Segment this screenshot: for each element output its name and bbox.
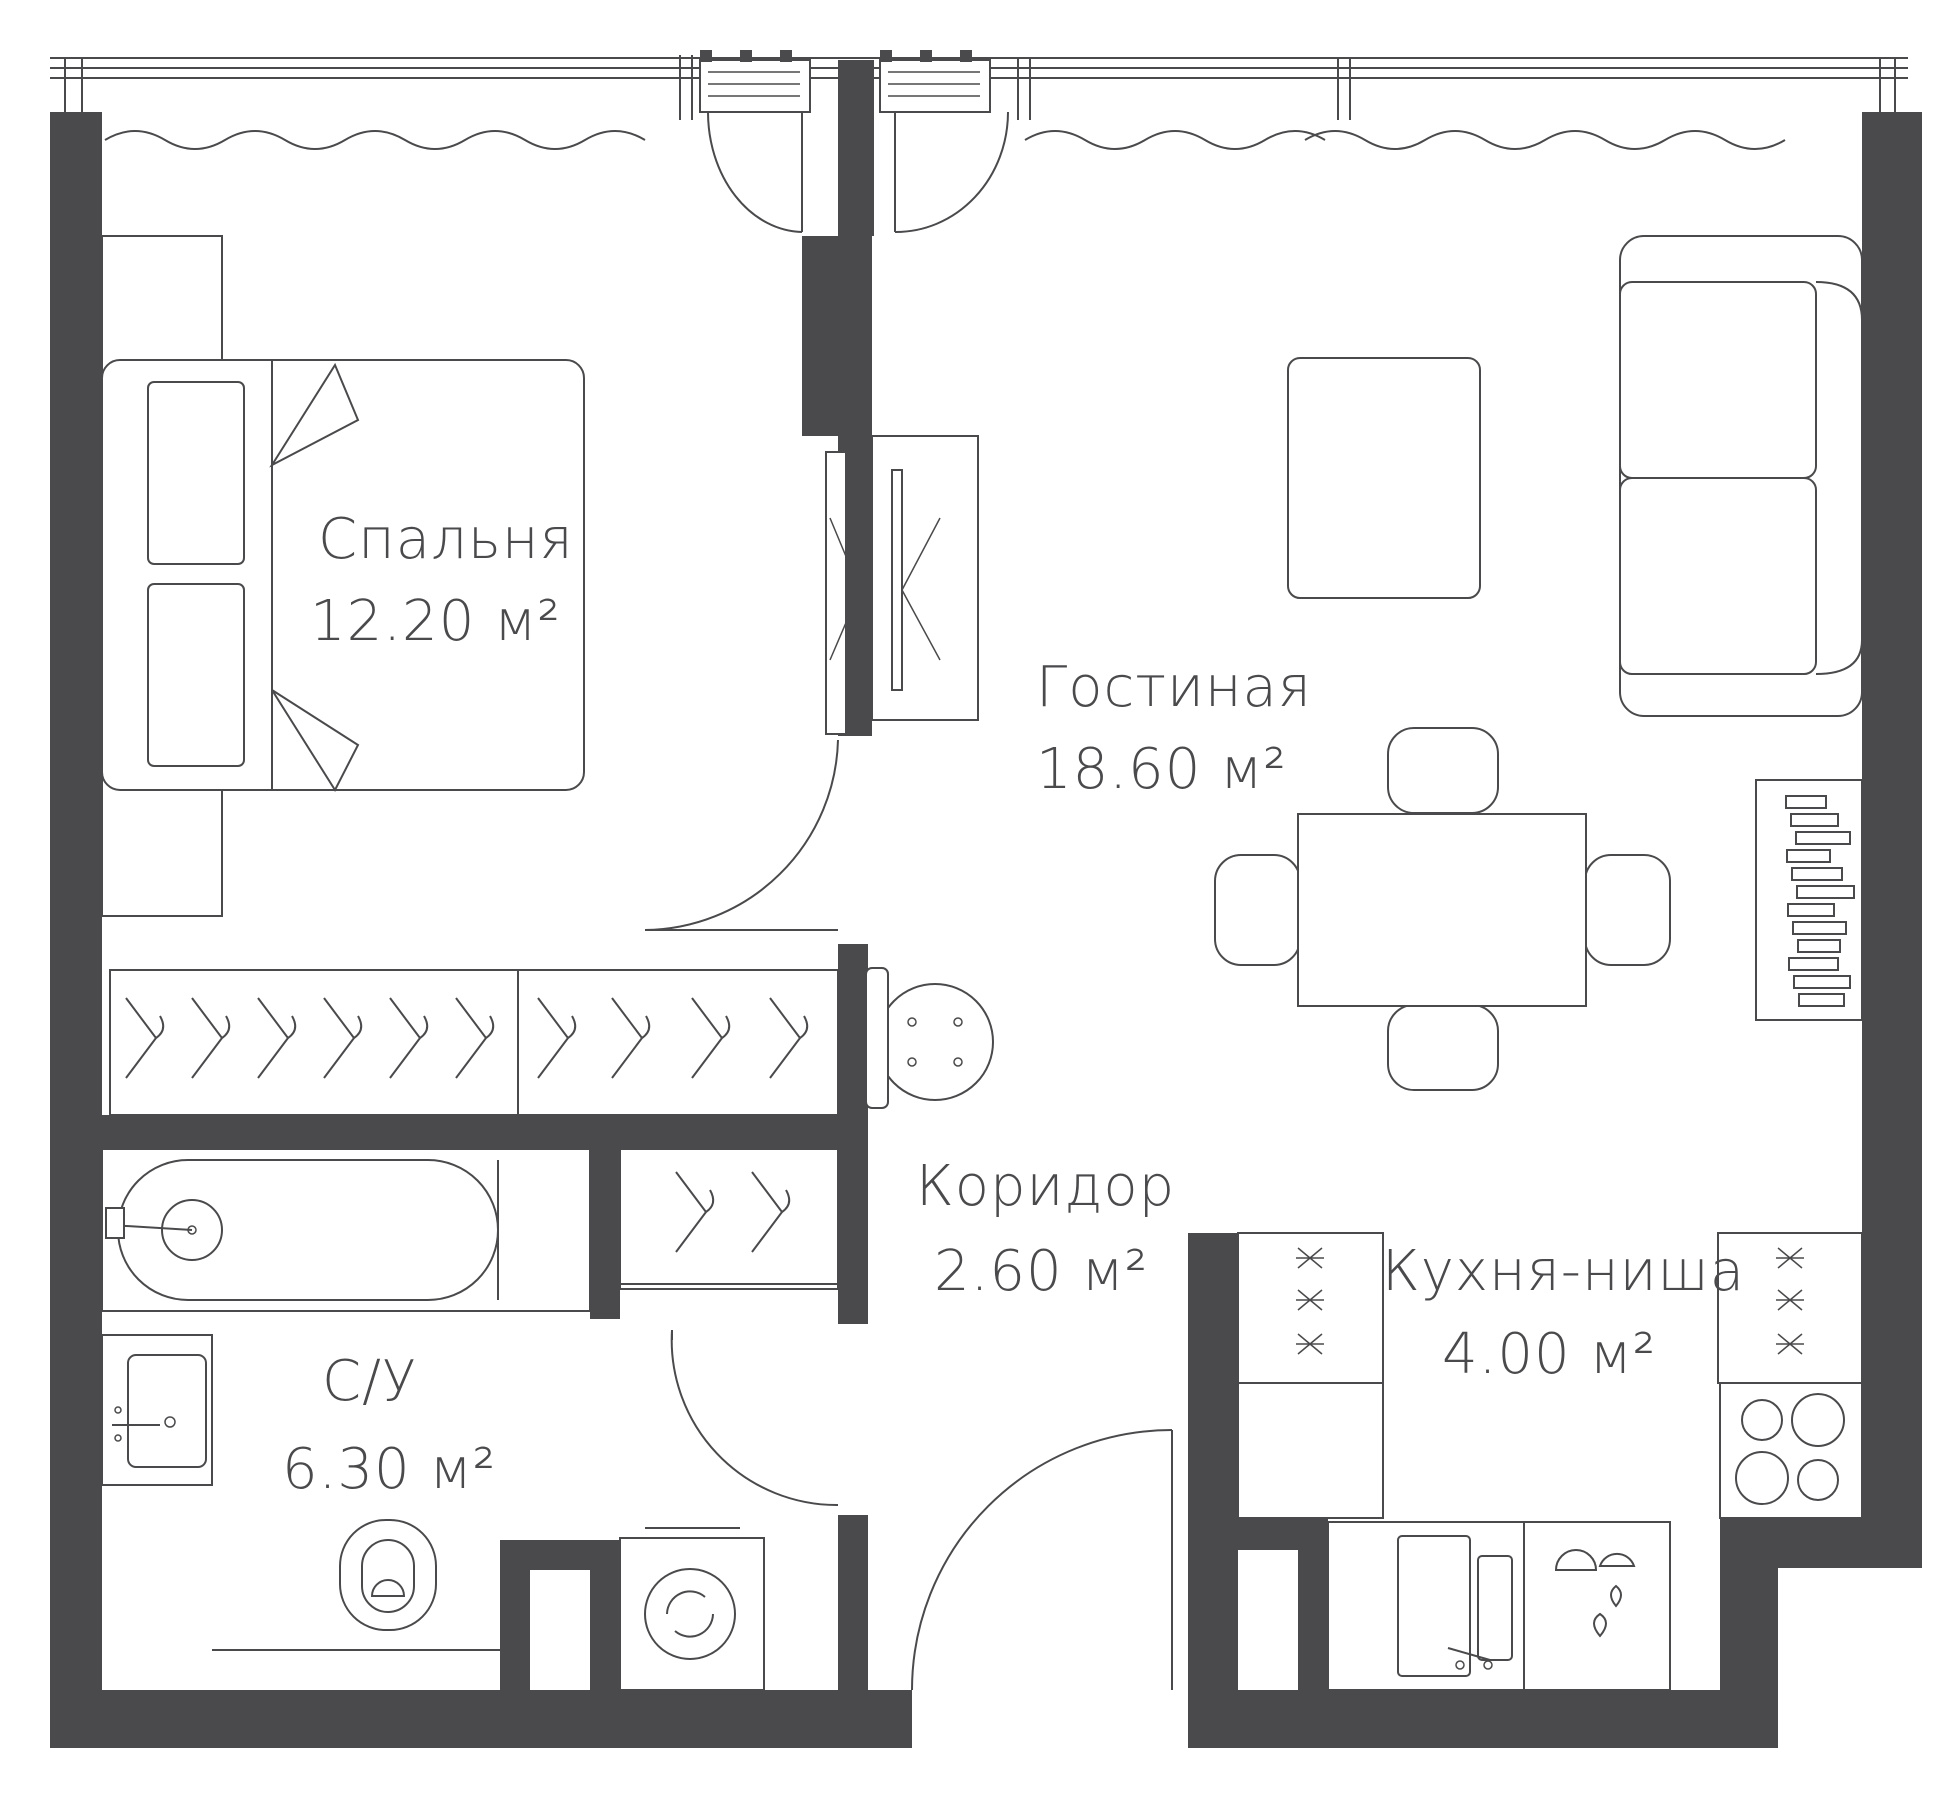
sofa (1619, 235, 1863, 717)
balcony-door-right (894, 111, 1009, 234)
sliding-panel (825, 435, 979, 735)
cabinet-mark-icon (1776, 1333, 1804, 1355)
book-icon (1797, 939, 1841, 953)
hanger-icon (751, 1171, 791, 1253)
stool (865, 967, 994, 1109)
book-icon (1793, 975, 1851, 989)
book-icon (1787, 903, 1835, 917)
balcony-door-left (707, 111, 803, 233)
bookshelf (1755, 779, 1863, 1021)
kitchen-name: Кухня-ниша (1382, 1239, 1745, 1304)
hanger-icon (257, 997, 297, 1079)
book-icon (1792, 921, 1847, 935)
cabinet-mark-icon (1776, 1247, 1804, 1269)
entrance-door (911, 1429, 1173, 1691)
hanger-icon (675, 1171, 715, 1253)
cabinet-mark-icon (1296, 1289, 1324, 1311)
curtain-right-2 (1304, 130, 1786, 150)
hanger-icon (691, 997, 731, 1079)
hanger-icon (455, 997, 495, 1079)
wardrobe-bedroom (109, 969, 839, 1116)
curtain-right-1 (1024, 130, 1326, 150)
walls (50, 60, 1922, 1748)
bedroom-area: 12.20 м² (310, 589, 561, 654)
coffee-table (1287, 357, 1481, 599)
book-icon (1796, 885, 1855, 899)
dining-table (1214, 727, 1671, 1091)
corridor-area: 2.60 м² (934, 1239, 1148, 1304)
bathroom-area: 6.30 м² (282, 1437, 496, 1502)
living-name: Гостиная (1036, 655, 1312, 720)
book-icon (1791, 867, 1843, 881)
hanger-icon (191, 997, 231, 1079)
hanger-icon (769, 997, 809, 1079)
window-units (699, 50, 991, 113)
book-icon (1790, 813, 1839, 827)
sink (101, 1334, 213, 1486)
hob (1719, 1382, 1863, 1519)
book-icon (1785, 795, 1827, 809)
hanger-icon (611, 997, 651, 1079)
hanger-icon (323, 997, 363, 1079)
corridor-name: Коридор (916, 1154, 1175, 1219)
bathroom-door (670, 1329, 839, 1507)
bedroom-door (644, 739, 839, 931)
hanger-icon (537, 997, 577, 1079)
book-icon (1788, 957, 1839, 971)
cabinet-mark-icon (1296, 1333, 1324, 1355)
living-area: 18.60 м² (1036, 737, 1287, 802)
curtain-left (104, 130, 646, 150)
book-icon (1798, 993, 1845, 1007)
toilet (212, 1519, 500, 1651)
kitchen-area: 4.00 м² (1442, 1322, 1656, 1387)
book-icon (1786, 849, 1831, 863)
washing-machine (619, 1527, 765, 1691)
bedroom-name: Спальня (318, 507, 574, 572)
kitchen-counter (1327, 1521, 1671, 1691)
cabinet-mark-icon (1296, 1247, 1324, 1269)
bed (101, 235, 585, 917)
wardrobe-corridor (619, 1148, 839, 1290)
cabinet-mark-icon (1776, 1289, 1804, 1311)
bathroom-name: С/У (322, 1349, 417, 1414)
hanger-icon (389, 997, 429, 1079)
hanger-icon (125, 997, 165, 1079)
book-icon (1795, 831, 1851, 845)
kitchen-cabinets (1237, 1232, 1863, 1519)
bathtub (101, 1148, 591, 1312)
